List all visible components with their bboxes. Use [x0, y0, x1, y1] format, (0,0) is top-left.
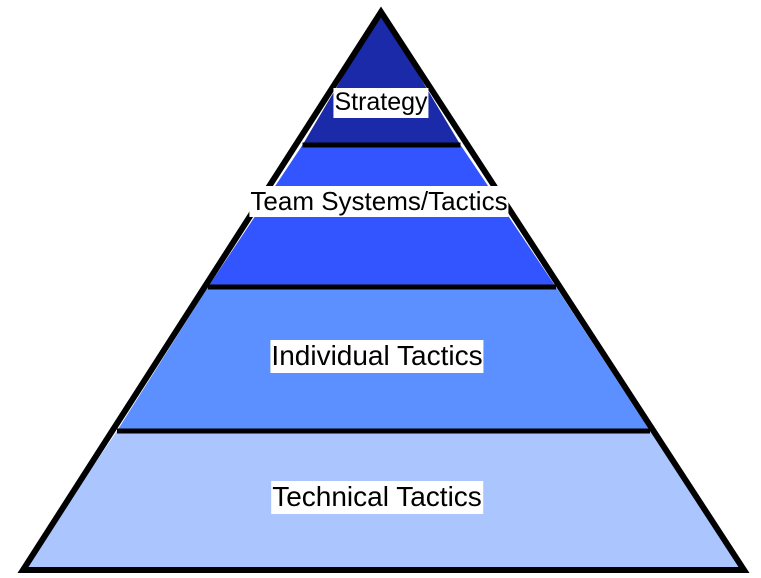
tier-label-team-systems: Team Systems/Tactics — [249, 186, 509, 217]
tier-dividers — [117, 142, 650, 434]
pyramid-outline — [17, 6, 750, 573]
tier-label-technical-tactics: Technical Tactics — [271, 481, 483, 514]
tier-label-strategy: Strategy — [333, 88, 429, 118]
tier-label-individual-tactics: Individual Tactics — [270, 340, 484, 373]
pyramid-tier-strategy — [302, 12, 461, 145]
